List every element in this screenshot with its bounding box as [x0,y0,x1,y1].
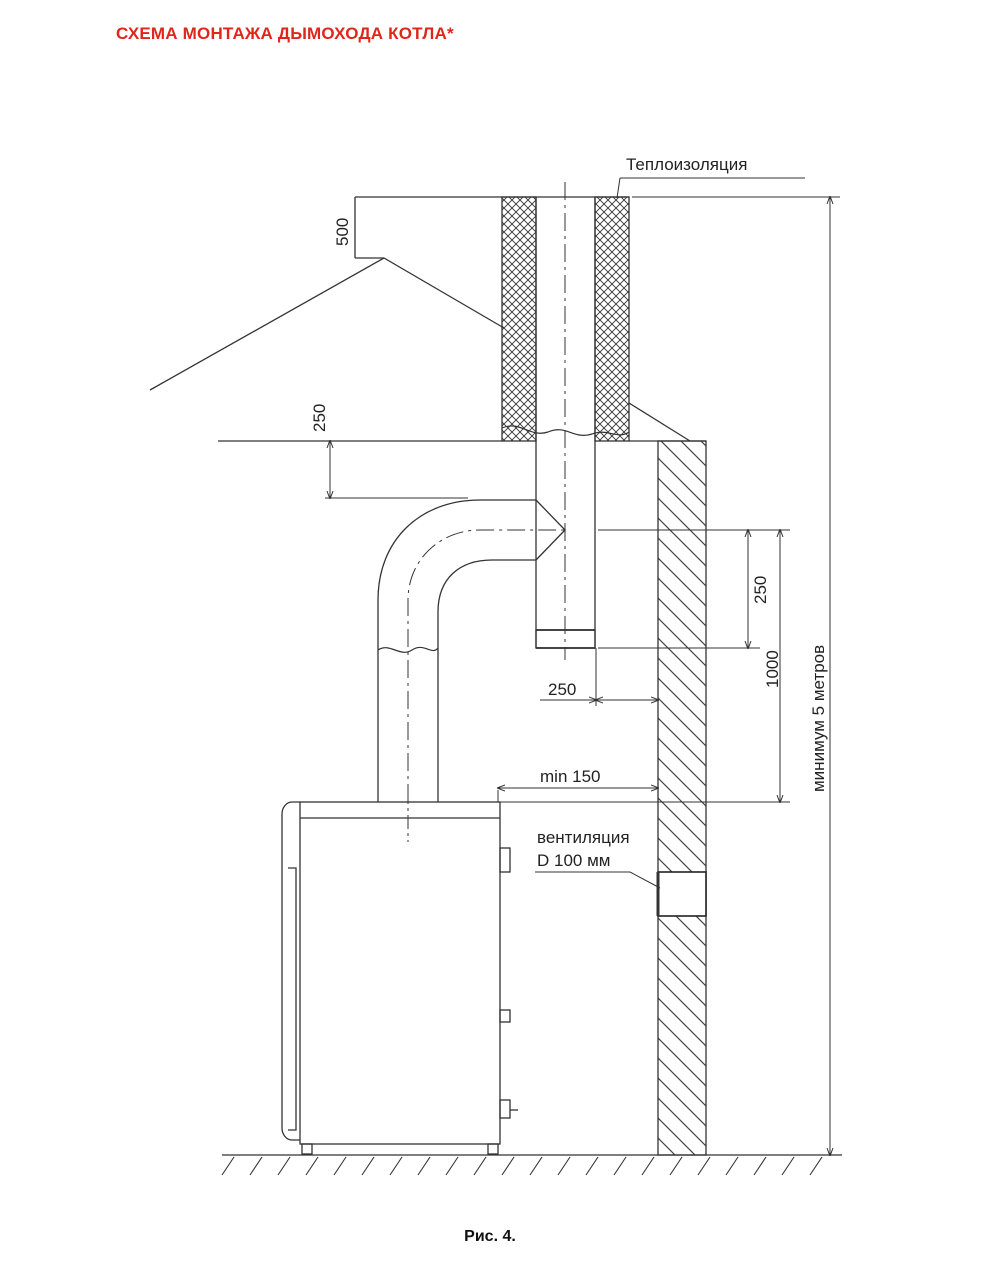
page-title: СХЕМА МОНТАЖА ДЫМОХОДА КОТЛА* [116,24,454,43]
minimum-5-meters-label: минимум 5 метров [809,645,828,792]
dimension-250-horizontal-label: 250 [548,680,576,699]
dimension-min150-label: min 150 [540,767,600,786]
figure-caption: Рис. 4. [464,1228,516,1245]
insulation-right [594,196,630,442]
ventilation-opening [657,871,707,917]
insulation-leader [616,177,805,199]
insulated-chimney [501,182,630,660]
dimension-1000-label: 1000 [763,650,782,688]
roof [149,196,706,442]
wall [656,440,707,1156]
flue-pipe [377,499,566,802]
dimension-250-top-label: 250 [310,404,329,432]
dimension-250-right-label: 250 [751,576,770,604]
insulation-left [501,196,537,442]
insulation-label: Теплоизоляция [626,155,747,174]
dimension-500-label: 500 [333,218,352,246]
dimension-lines [325,197,840,1155]
boiler [281,790,518,1155]
floor [221,1154,842,1176]
ventilation-diameter-label: D 100 мм [537,851,610,870]
ventilation-label: вентиляция [537,828,630,847]
